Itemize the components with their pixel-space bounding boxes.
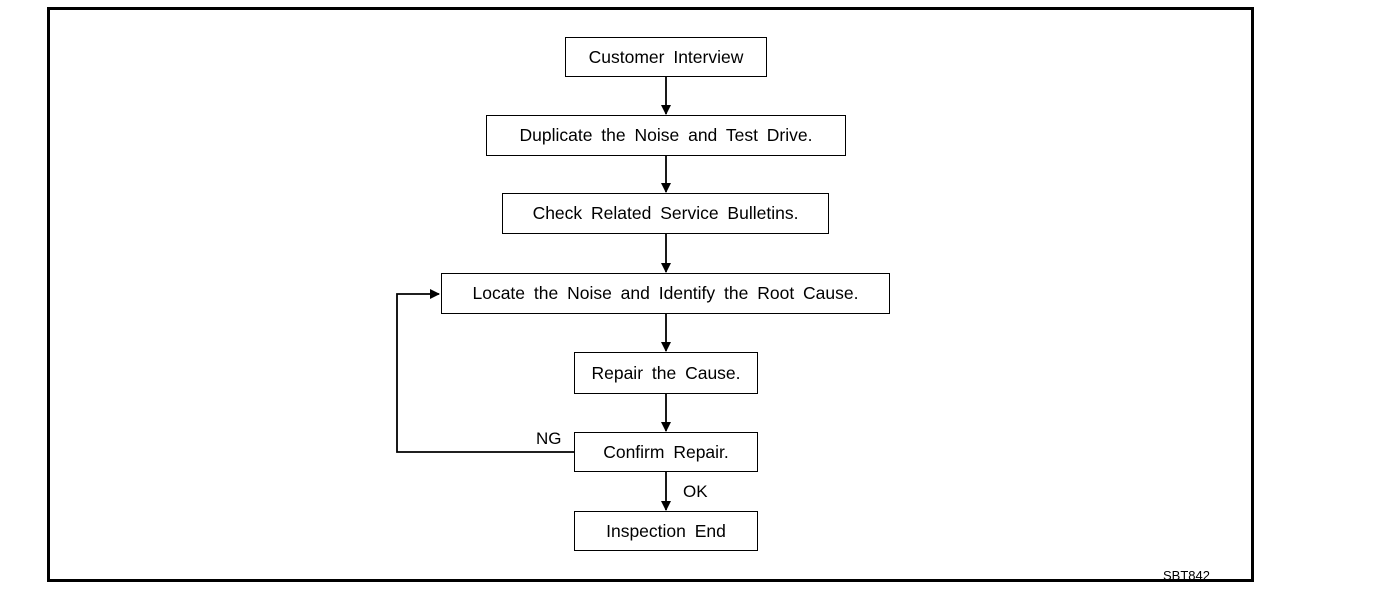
step-confirm-repair: Confirm Repair.: [574, 432, 758, 472]
diagram-frame: [47, 7, 1254, 582]
step-inspection-end: Inspection End: [574, 511, 758, 551]
step-customer-interview: Customer Interview: [565, 37, 767, 77]
figure-code: SBT842: [1163, 568, 1210, 583]
step-check-bulletins: Check Related Service Bulletins.: [502, 193, 829, 234]
step-locate-noise: Locate the Noise and Identify the Root C…: [441, 273, 890, 314]
ng-branch-label: NG: [536, 429, 562, 448]
ng-feedback-arrow: [396, 289, 574, 453]
ok-branch-label: OK: [683, 482, 708, 501]
step-repair-cause: Repair the Cause.: [574, 352, 758, 394]
step-duplicate-noise: Duplicate the Noise and Test Drive.: [486, 115, 846, 156]
